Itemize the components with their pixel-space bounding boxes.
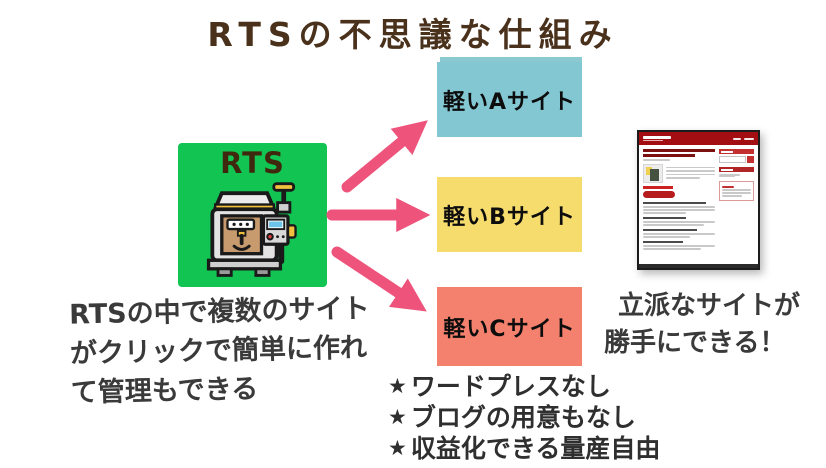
thumbnail-footer	[639, 264, 758, 268]
panel-dot	[276, 235, 279, 239]
site-c-label: 軽いCサイト	[443, 316, 576, 342]
thumbnail-site-logo	[643, 135, 671, 142]
right-note-line1: 立派なサイトが	[618, 291, 801, 321]
machine-lever-rod	[281, 187, 287, 205]
left-note-line2: がクリックで簡単に作れ	[69, 332, 368, 370]
feature-item: ★ ワードプレスなし	[388, 371, 660, 402]
feature-text: ブログの用意もなし	[410, 403, 636, 432]
arrow-to-site-a	[341, 120, 428, 193]
feature-text: 収益化できる量産自由	[410, 434, 661, 463]
page-title: RTSの不思議な仕組み	[207, 15, 619, 54]
left-note: RTSの中で複数のサイト がクリックで簡単に作れ て管理もできる	[69, 288, 411, 412]
website-thumbnail	[637, 130, 760, 270]
thumbnail-search	[719, 156, 754, 163]
features-list: ★ ワードプレスなし ★ ブログの用意もなし ★ 収益化できる量産自由	[388, 371, 660, 464]
thumbnail-header	[639, 132, 758, 145]
thumbnail-price-line	[643, 185, 673, 189]
display-dot	[232, 222, 236, 226]
machine-base	[206, 258, 283, 271]
machine-lever-bracket	[276, 201, 292, 214]
right-note-line2: 勝手にできる！	[604, 328, 786, 358]
thumbnail-product-image	[643, 163, 663, 183]
display-dot	[245, 222, 249, 226]
site-box-b: 軽いBサイト	[437, 177, 582, 252]
thumbnail-nav	[733, 137, 754, 140]
machine-screen	[269, 221, 283, 228]
left-note-line3: て管理もできる	[70, 373, 259, 409]
machine-tray-arc	[232, 244, 251, 251]
machine-side-tab	[286, 224, 297, 239]
thumbnail-product-block	[643, 163, 715, 183]
thumbnail-article	[643, 149, 715, 251]
arrow-to-site-c	[331, 246, 427, 312]
star-icon: ★	[388, 405, 407, 429]
title-underline	[440, 57, 582, 65]
site-box-a: 軽いAサイト	[437, 62, 582, 137]
feature-text: ワードプレスなし	[410, 372, 611, 401]
machine-lever-cap	[272, 182, 296, 192]
machine-foot	[216, 267, 233, 277]
arrows	[326, 120, 431, 312]
site-b-label: 軽いBサイト	[443, 204, 576, 230]
right-note: 立派なサイトが 勝手にできる！	[604, 288, 800, 362]
thumbnail-sidebar-box	[719, 181, 754, 201]
machine-foot	[254, 267, 271, 277]
thumbnail-buy-button	[643, 190, 675, 198]
rts-label: RTS	[220, 146, 285, 180]
display-dot	[239, 222, 243, 226]
rts-source-box: RTS	[178, 143, 327, 287]
star-icon: ★	[388, 436, 407, 460]
panel-dot	[281, 235, 285, 239]
feature-item: ★ 収益化できる量産自由	[388, 433, 660, 464]
thumbnail-body	[639, 145, 758, 255]
machine-knob-center	[268, 234, 272, 239]
thumbnail-sidebar	[719, 149, 754, 251]
machine-icon	[206, 182, 297, 277]
site-box-c: 軽いCサイト	[437, 287, 582, 366]
site-a-label: 軽いAサイト	[442, 89, 577, 115]
feature-item: ★ ブログの用意もなし	[388, 402, 660, 433]
star-icon: ★	[388, 374, 407, 398]
